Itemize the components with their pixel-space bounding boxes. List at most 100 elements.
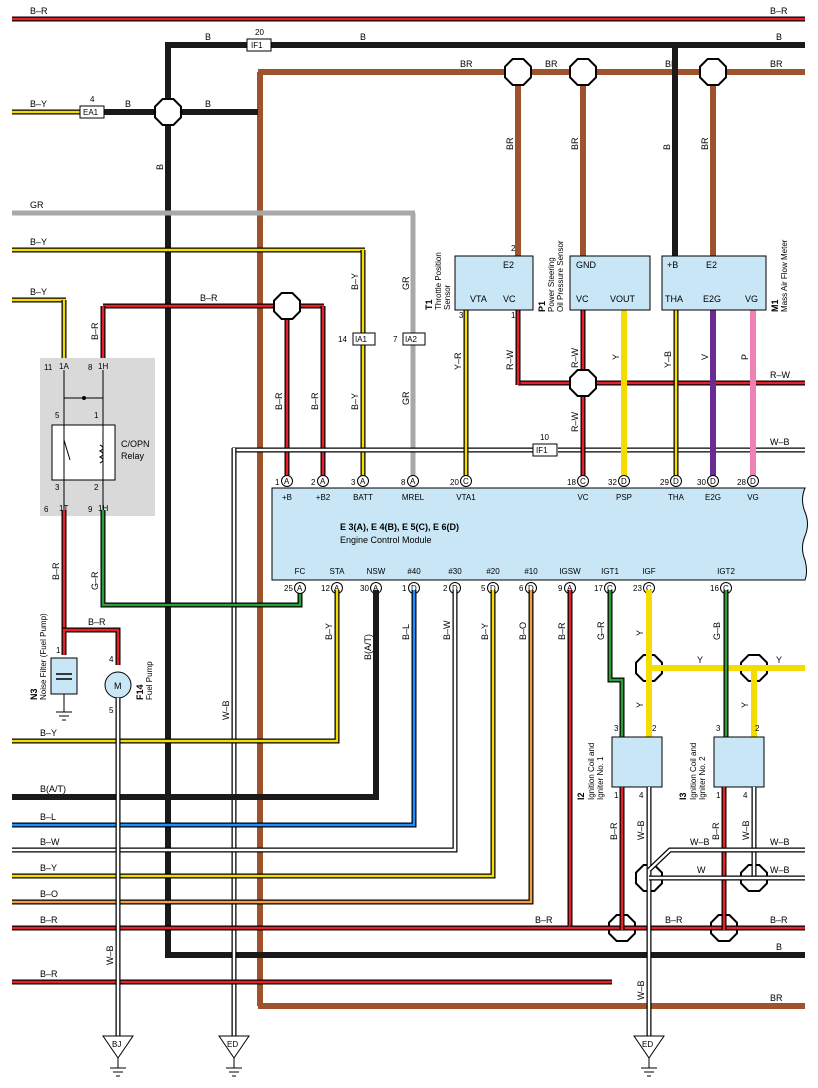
label-r-w: R–W xyxy=(570,411,580,432)
ecm-terminal-conn: C xyxy=(463,477,469,486)
term-vta: VTA xyxy=(470,294,487,304)
junction xyxy=(569,58,597,86)
ecm-terminal-pin: 3 xyxy=(351,478,356,487)
sensor-name: Power Steering xyxy=(547,257,556,312)
label-b-at: B(A/T) xyxy=(40,784,66,794)
relay-pin: 3 xyxy=(55,483,60,492)
label-b-y: B–Y xyxy=(480,623,490,640)
label-b: B xyxy=(205,99,211,109)
ecm-terminal-label: #30 xyxy=(448,567,462,576)
label-b-y: B–Y xyxy=(40,863,57,873)
label-gr: GR xyxy=(401,276,411,290)
ecm-terminal-conn: A xyxy=(334,584,340,593)
label-y: Y xyxy=(635,630,645,636)
connector-ia1: IA1 14 xyxy=(338,332,376,346)
ecm-terminal-label: THA xyxy=(668,493,685,502)
throttle-position-sensor: E2 VTA VC 2 3 1 T1 Throttle Position Sen… xyxy=(424,244,534,320)
relay-pin: 2 xyxy=(94,483,99,492)
ecm-terminal-label: MREL xyxy=(402,493,425,502)
sensor-code: P1 xyxy=(537,301,547,312)
pin: 3 xyxy=(716,724,721,733)
label-gr: GR xyxy=(401,391,411,405)
junctions xyxy=(154,58,768,942)
label-r-w: R–W xyxy=(770,370,791,380)
label-y-r: Y–R xyxy=(453,352,463,370)
ecm-terminal-label: IGT1 xyxy=(601,567,619,576)
ecm-terminal-pin: 6 xyxy=(519,584,524,593)
ecm-terminal-label: #40 xyxy=(407,567,421,576)
ecm-terminal-pin: 12 xyxy=(321,584,330,593)
junction xyxy=(154,98,182,126)
component-code: N3 xyxy=(29,688,39,700)
connector-ia2: IA2 7 xyxy=(393,332,426,346)
label-w-b: W–B xyxy=(105,945,115,965)
label-w: W xyxy=(697,865,706,875)
ecm-terminal xyxy=(618,475,630,487)
ecm-terminal-pin: 5 xyxy=(481,584,486,593)
ecm-terminal xyxy=(294,582,306,594)
label-p: P xyxy=(740,354,750,360)
ecm-terminal-pin: 1 xyxy=(275,478,280,487)
ecm-terminal-conn: D xyxy=(411,584,417,593)
pin: 4 xyxy=(639,791,644,800)
junction xyxy=(273,292,301,320)
motor-symbol: M xyxy=(114,681,122,691)
connector-label: IF1 xyxy=(251,41,263,50)
wire-b-y-ea1: EA1 4 B–Y B B xyxy=(12,95,258,119)
ecm-title: E 3(A), E 4(B), E 5(C), E 6(D) xyxy=(340,522,459,532)
ecm-terminal-label: IGF xyxy=(642,567,655,576)
label-w-b: W–B xyxy=(636,980,646,1000)
ecm-terminal-label: IGT2 xyxy=(717,567,735,576)
label-b-r: B–R xyxy=(609,822,619,840)
ecm-terminal-conn: C xyxy=(646,584,652,593)
ground-label: BJ xyxy=(112,1040,121,1049)
component-name: Noise Filter (Fuel Pump) xyxy=(39,613,48,700)
noise-filter: 1 N3 Noise Filter (Fuel Pump) xyxy=(29,613,78,721)
ecm-terminal-pin: 16 xyxy=(710,584,719,593)
label-br: BR xyxy=(570,137,580,150)
label-b-at: B(A/T) xyxy=(363,634,373,660)
label-br: BR xyxy=(700,137,710,150)
label-b-r: B–R xyxy=(200,293,218,303)
label-b: B xyxy=(776,32,782,42)
pin: 4 xyxy=(743,791,748,800)
label-b-r: B–R xyxy=(90,322,100,340)
ecm-terminal-conn: C xyxy=(580,477,586,486)
connector-label: IA2 xyxy=(405,335,418,344)
term-tha: THA xyxy=(665,294,683,304)
relay-pin: 9 xyxy=(88,505,93,514)
ecm-terminal-conn: A xyxy=(567,584,573,593)
pin: 1 xyxy=(614,791,619,800)
relay-conn: 1T xyxy=(59,504,68,513)
pin: 3 xyxy=(459,311,464,320)
wire-b-top: B B B xyxy=(165,32,805,48)
label-y: Y xyxy=(740,702,750,708)
ecm-terminal-conn: A xyxy=(373,584,379,593)
label-y: Y xyxy=(635,702,645,708)
label-g-b: G–B xyxy=(712,622,722,640)
label-br: BR xyxy=(770,59,783,69)
ecm-terminal-pin: 29 xyxy=(660,478,669,487)
label-w-b: W–B xyxy=(690,837,710,847)
ecm-terminal-conn: C xyxy=(723,584,729,593)
label-b-r: B–R xyxy=(51,562,61,580)
ecm-terminal-pin: 1 xyxy=(402,584,407,593)
ecm-terminals: A1+BA2+B2A3BATTA8MRELC20VTA1C18VCD32PSPD… xyxy=(275,475,759,594)
connector-label: IA1 xyxy=(355,335,368,344)
ecm-terminal-label: +B2 xyxy=(316,493,331,502)
label-r-w: R–W xyxy=(505,349,515,370)
sensor-name: Mass Air Flow Meter xyxy=(780,239,789,312)
ecm-terminal xyxy=(577,475,589,487)
relay-conn: 1H xyxy=(98,504,108,513)
label-b-r: B–R xyxy=(310,392,320,410)
ecm-terminal xyxy=(747,475,759,487)
label-b-w: B–W xyxy=(442,620,452,640)
ground-label: ED xyxy=(642,1040,653,1049)
c-opn-relay: C/OPN Relay 11 1A 8 1H 5 1 3 2 6 1T 9 1H xyxy=(40,358,155,516)
label-b-r: B–R xyxy=(557,622,567,640)
power-steering-sensor: GND VC VOUT P1 Power Steering Oil Pressu… xyxy=(537,240,651,312)
ecm-terminal-label: FC xyxy=(295,567,306,576)
ecm-terminal-conn: D xyxy=(621,477,627,486)
pin: 1 xyxy=(56,646,61,655)
